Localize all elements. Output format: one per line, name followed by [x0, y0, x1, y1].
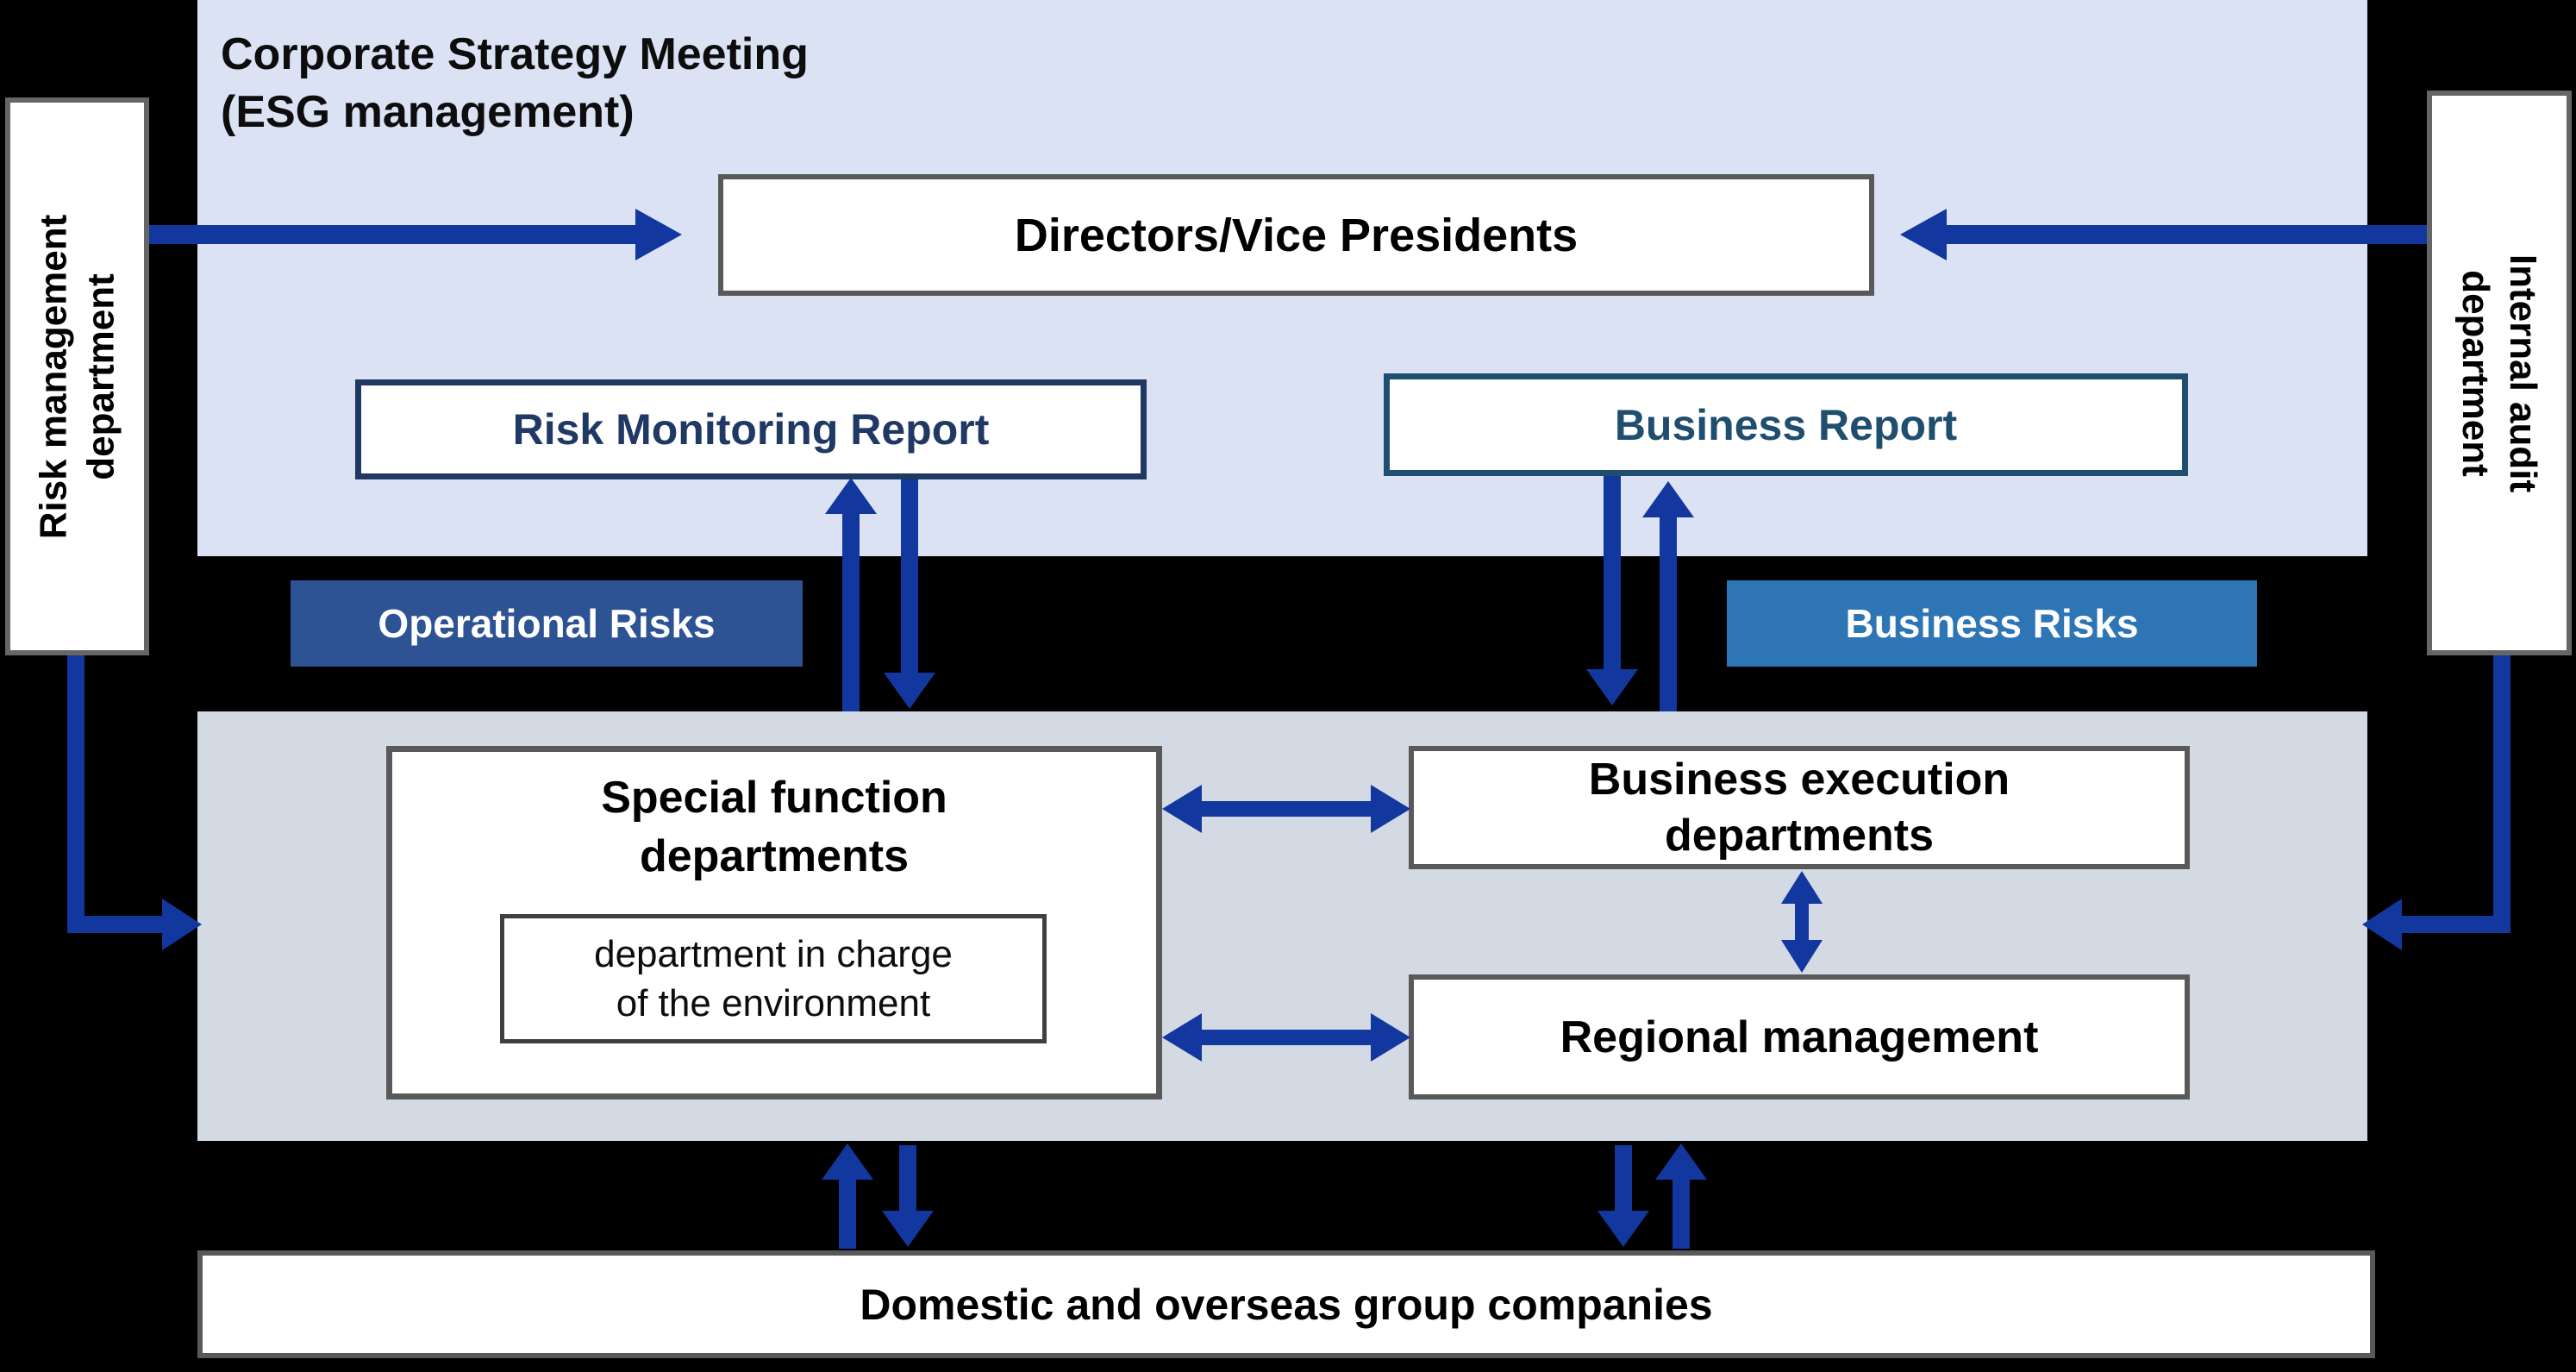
- arrow-left-elbow-head: [162, 899, 202, 950]
- business-execution-line2: departments: [1664, 810, 1935, 861]
- arrow-group-left-up-shaft: [839, 1175, 856, 1249]
- arrow-special-regional-left-head: [1162, 1013, 1202, 1062]
- special-function-line2: departments: [639, 830, 910, 881]
- arrow-group-left-down-head: [882, 1211, 934, 1247]
- arrow-special-regional-shaft: [1198, 1030, 1374, 1045]
- arrow-riskdept-to-directors-head: [635, 209, 682, 260]
- environment-label: department in charge of the environment: [594, 930, 953, 1028]
- arrow-left-elbow-horizontal: [67, 916, 164, 933]
- arrow-group-right-up-shaft: [1673, 1175, 1690, 1249]
- arrow-special-bizexec-shaft: [1198, 801, 1374, 817]
- arrow-audit-to-directors-head: [1900, 209, 1947, 260]
- directors-vice-presidents-box: Directors/Vice Presidents: [718, 174, 1874, 296]
- group-companies-bar: Domestic and overseas group companies: [197, 1250, 2375, 1358]
- arrow-group-left-down-shaft: [899, 1145, 916, 1214]
- operational-risks-badge: Operational Risks: [291, 580, 803, 667]
- internal-audit-department-box: Internal audit department: [2427, 91, 2572, 655]
- business-execution-line1: Business execution: [1588, 754, 2010, 805]
- arrow-risk-report-down-head: [884, 673, 935, 709]
- arrow-special-regional-right-head: [1371, 1013, 1410, 1062]
- arrow-group-right-down-shaft: [1615, 1145, 1632, 1214]
- arrow-business-report-down-shaft: [1604, 476, 1621, 671]
- arrow-special-bizexec-right-head: [1371, 785, 1410, 833]
- risk-management-line2: department: [79, 273, 122, 480]
- business-report-box: Business Report: [1384, 373, 2188, 476]
- panel-title-line2: (ESG management): [221, 86, 635, 137]
- panel-title: Corporate Strategy Meeting (ESG manageme…: [221, 26, 809, 141]
- arrow-risk-report-up-head: [825, 478, 877, 514]
- arrow-group-right-down-head: [1597, 1211, 1649, 1247]
- arrow-special-bizexec-left-head: [1162, 785, 1202, 833]
- business-execution-departments-box: Business execution departments: [1409, 746, 2190, 869]
- environment-line1: department in charge: [594, 932, 953, 975]
- arrow-right-elbow-head: [2362, 899, 2402, 950]
- arrow-bizexec-regional-up-head: [1781, 871, 1823, 904]
- arrow-risk-report-down-shaft: [901, 479, 918, 674]
- risk-management-department-box: Risk management department: [5, 97, 149, 655]
- business-execution-label: Business execution departments: [1589, 752, 2010, 864]
- arrow-bizexec-regional-shaft: [1795, 902, 1809, 942]
- arrow-audit-to-directors-shaft: [1947, 225, 2427, 244]
- panel-title-line1: Corporate Strategy Meeting: [221, 29, 809, 79]
- business-risks-badge: Business Risks: [1727, 580, 2257, 667]
- regional-management-box: Regional management: [1409, 974, 2190, 1099]
- environment-department-box: department in charge of the environment: [500, 914, 1047, 1043]
- arrow-risk-report-up-shaft: [842, 511, 860, 711]
- risk-monitoring-report-box: Risk Monitoring Report: [355, 379, 1147, 479]
- arrow-business-report-up-shaft: [1660, 514, 1677, 711]
- internal-audit-department-label: Internal audit department: [2452, 254, 2547, 492]
- arrow-group-right-up-head: [1655, 1143, 1707, 1180]
- risk-management-line1: Risk management: [32, 214, 75, 539]
- arrow-right-elbow-vertical: [2493, 655, 2510, 931]
- special-function-line1: Special function: [601, 773, 947, 823]
- risk-management-department-label: Risk management department: [30, 214, 125, 539]
- arrow-group-left-up-head: [822, 1143, 873, 1180]
- arrow-right-elbow-horizontal: [2402, 916, 2510, 933]
- arrow-bizexec-regional-down-head: [1781, 940, 1823, 973]
- arrow-business-report-up-head: [1642, 481, 1694, 517]
- environment-line2: of the environment: [616, 982, 931, 1024]
- special-function-title: Special function departments: [392, 769, 1156, 886]
- arrow-left-elbow-vertical: [67, 655, 84, 931]
- internal-audit-line1: Internal audit: [2502, 254, 2544, 492]
- arrow-riskdept-to-directors-shaft: [149, 225, 635, 244]
- arrow-business-report-down-head: [1586, 669, 1638, 705]
- internal-audit-line2: department: [2454, 269, 2497, 477]
